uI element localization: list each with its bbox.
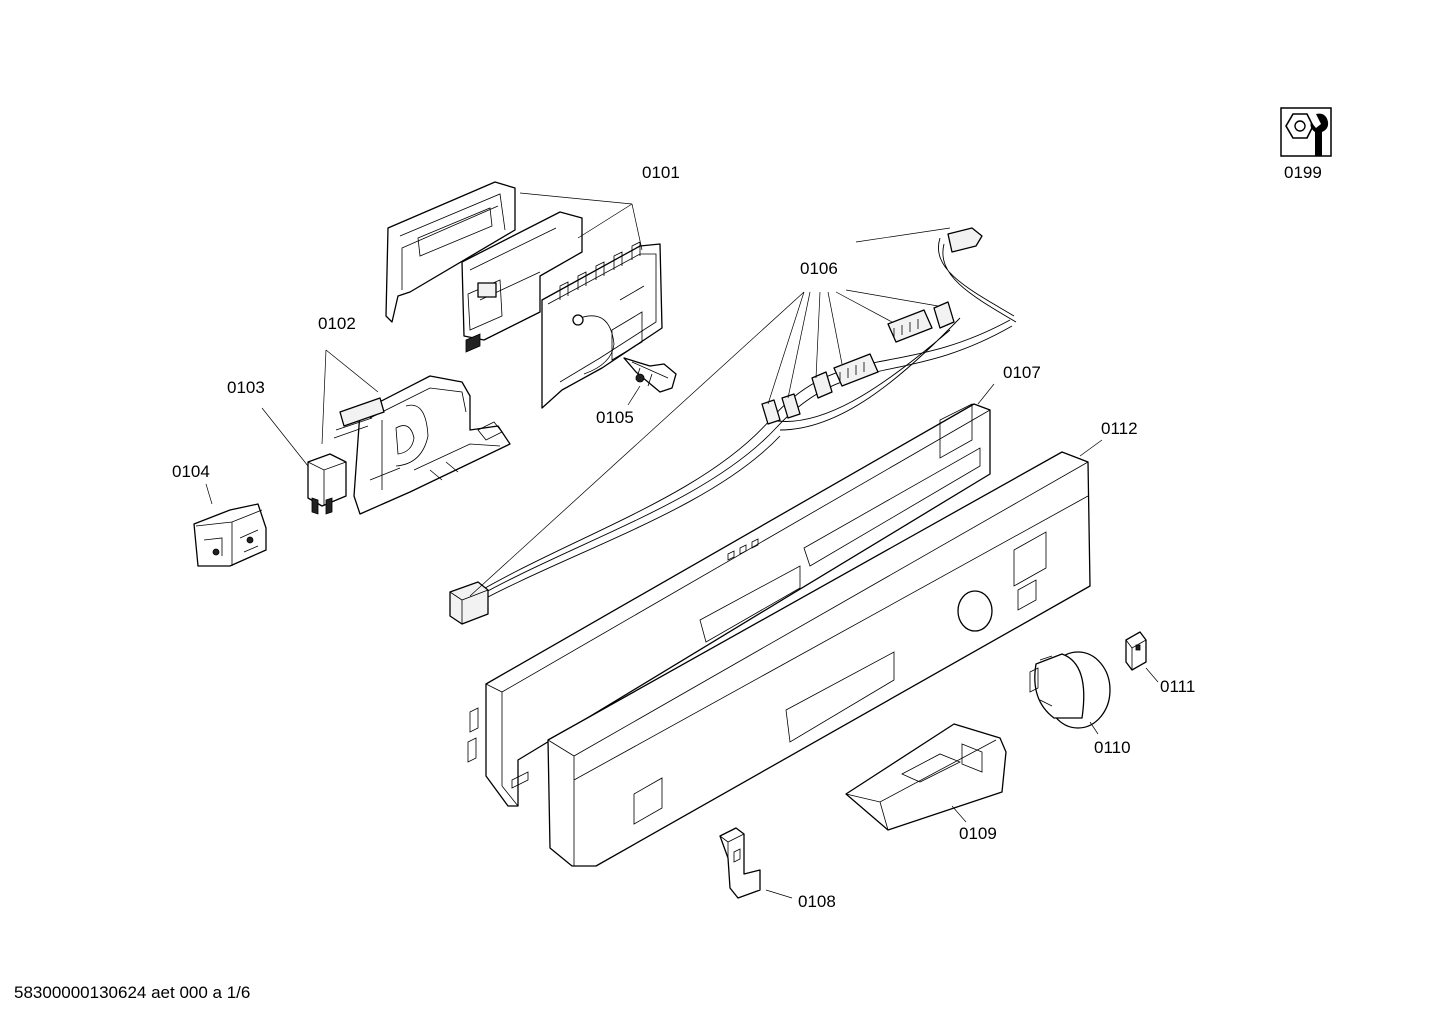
drawing-reference-footer: 58300000130624 aet 000 a 1/6 bbox=[14, 983, 250, 1002]
part-0106-wiring-harness bbox=[449, 227, 1017, 625]
callout-0111: 0111 bbox=[1160, 677, 1195, 696]
callout-0101: 0101 bbox=[642, 163, 680, 182]
callout-0112: 0112 bbox=[1101, 419, 1138, 438]
part-0103-relay bbox=[307, 453, 347, 515]
callout-0108: 0108 bbox=[798, 892, 836, 911]
callout-0106: 0106 bbox=[800, 259, 838, 278]
callout-0103: 0103 bbox=[227, 378, 265, 397]
part-0112-control-panel-fascia bbox=[547, 451, 1091, 867]
callout-0109: 0109 bbox=[959, 824, 997, 843]
callout-0105: 0105 bbox=[596, 408, 634, 427]
nut-and-wrench-icon bbox=[1280, 107, 1332, 157]
part-0101-electronic-module bbox=[385, 181, 663, 409]
callout-0104: 0104 bbox=[172, 462, 210, 481]
part-0111-indicator bbox=[1125, 631, 1147, 671]
part-0109-door-handle bbox=[845, 723, 1007, 831]
callout-0102: 0102 bbox=[318, 314, 356, 333]
part-0104-switch bbox=[193, 503, 267, 567]
part-0105-sensor bbox=[623, 357, 677, 393]
part-0110-selector-knob bbox=[1029, 651, 1111, 729]
part-0102-door-lock bbox=[333, 375, 511, 515]
callout-0199: 0199 bbox=[1284, 163, 1322, 182]
callout-0110: 0110 bbox=[1094, 738, 1131, 757]
callout-0107: 0107 bbox=[1003, 363, 1041, 382]
part-0107-control-frame bbox=[467, 403, 991, 807]
part-0108-clip bbox=[719, 827, 761, 899]
